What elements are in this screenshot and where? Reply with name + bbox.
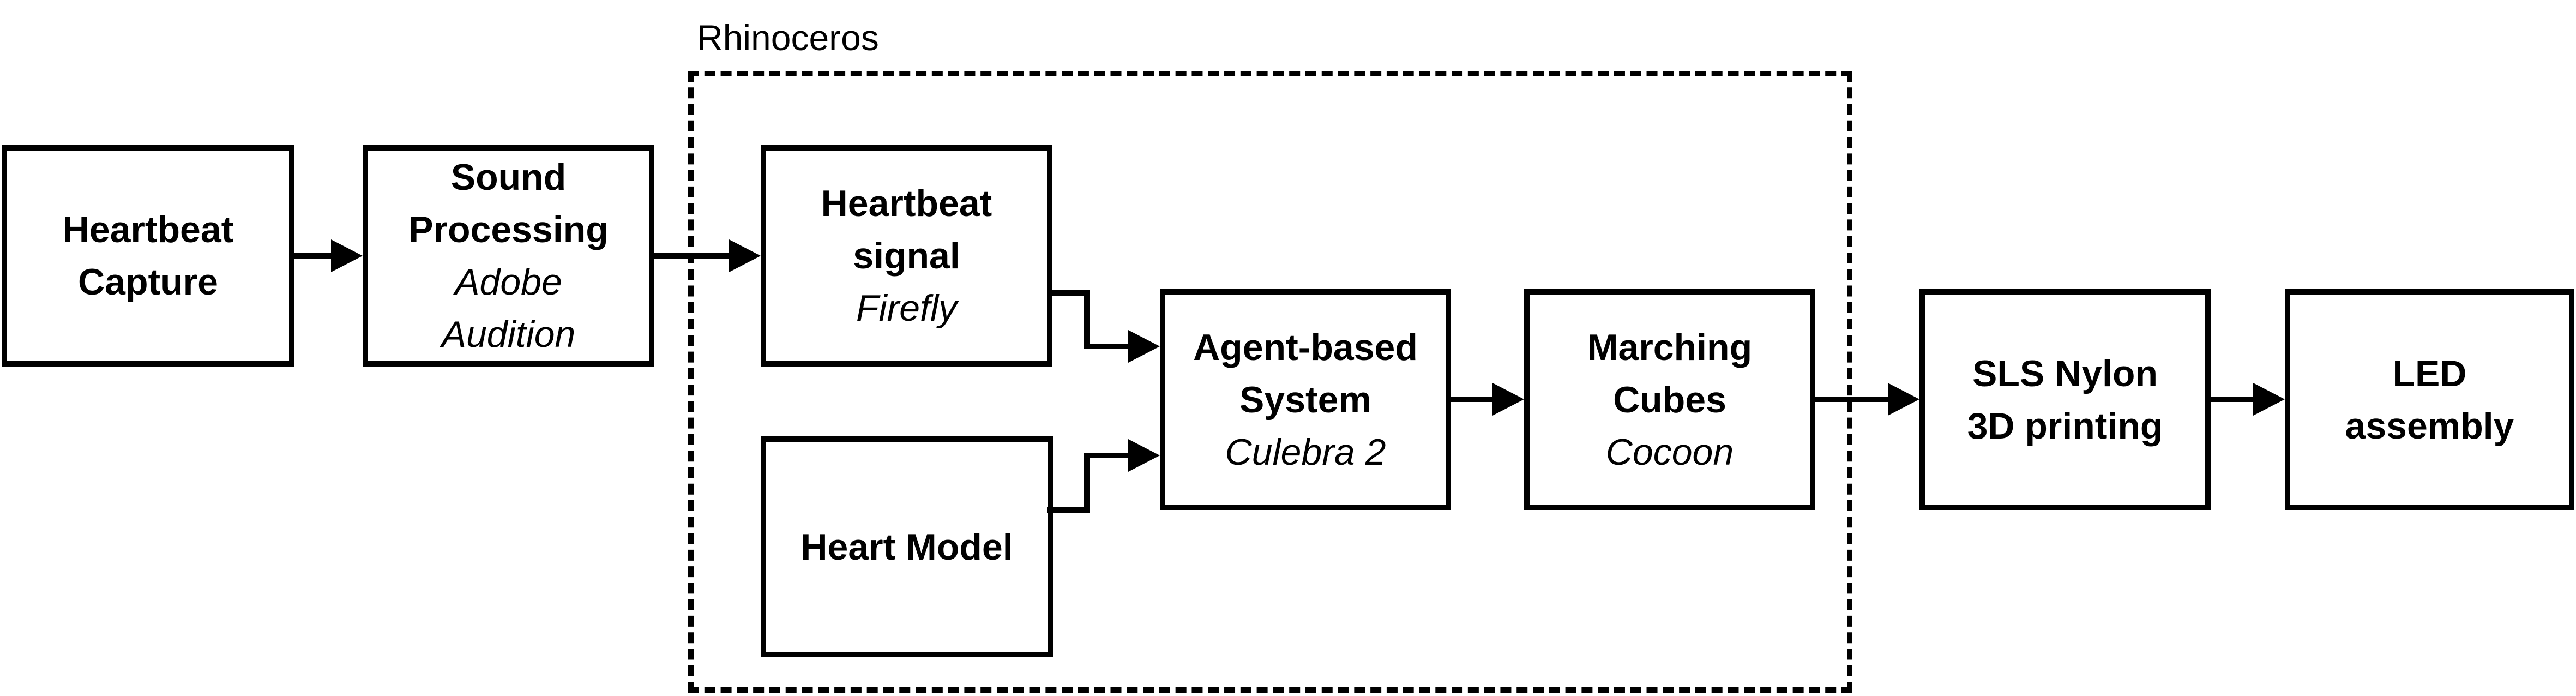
node-agent-based-system: Agent-based System Culebra 2: [1160, 289, 1451, 510]
node-title: SLS Nylon: [1972, 352, 2158, 394]
node-title: Heartbeat: [821, 183, 992, 224]
node-tool: Firefly: [856, 287, 958, 329]
node-title: Marching: [1587, 326, 1753, 368]
node-title: signal: [853, 235, 960, 277]
node-title: assembly: [2345, 405, 2514, 447]
node-title: Sound: [450, 157, 567, 198]
node-tool: Culebra 2: [1225, 431, 1386, 473]
arrowhead-icon: [1128, 439, 1160, 472]
node-title: System: [1239, 379, 1371, 421]
node-title: Capture: [78, 261, 218, 303]
node-sound-processing: Sound Processing Adobe Audition: [363, 145, 654, 367]
arrowhead-icon: [729, 239, 761, 272]
connector-sls-to-led: [2211, 397, 2255, 402]
node-marching-cubes: Marching Cubes Cocoon: [1524, 289, 1815, 510]
node-title: Heartbeat: [62, 209, 234, 250]
node-title: LED: [2392, 352, 2467, 394]
arrowhead-icon: [331, 239, 363, 272]
arrowhead-icon: [1492, 383, 1524, 416]
node-heartbeat-signal: Heartbeat signal Firefly: [761, 145, 1052, 367]
node-title: Cubes: [1613, 379, 1726, 421]
connector-heartmodel-to-agent: [1047, 507, 1090, 513]
group-label-rhinoceros: Rhinoceros: [697, 17, 879, 58]
node-title: Agent-based: [1193, 326, 1418, 368]
connector-signal-to-agent: [1084, 290, 1090, 349]
node-title: Heart Model: [801, 526, 1013, 568]
node-tool: Adobe: [455, 261, 562, 303]
group-boundary-rhinoceros: [688, 71, 1852, 693]
node-title: 3D printing: [1967, 405, 2163, 447]
node-led-assembly: LED assembly: [2285, 289, 2574, 510]
arrowhead-icon: [1128, 330, 1160, 363]
connector-heartmodel-to-agent: [1084, 453, 1130, 458]
arrowhead-icon: [1888, 383, 1919, 416]
connector-agent-to-marching: [1451, 397, 1495, 402]
node-tool: Cocoon: [1605, 431, 1734, 473]
node-heart-model: Heart Model: [761, 436, 1053, 657]
connector-signal-to-agent: [1084, 344, 1130, 349]
connector-capture-to-processing: [294, 253, 333, 259]
connector-marching-to-sls: [1815, 397, 1890, 402]
arrowhead-icon: [2253, 383, 2285, 416]
node-tool: Audition: [441, 314, 576, 355]
node-title: Processing: [408, 209, 609, 250]
connector-signal-to-agent: [1047, 290, 1090, 296]
node-heartbeat-capture: Heartbeat Capture: [2, 145, 294, 367]
node-sls-nylon-3d-printing: SLS Nylon 3D printing: [1919, 289, 2211, 510]
connector-heartmodel-to-agent: [1084, 453, 1090, 513]
connector-processing-to-signal: [654, 253, 731, 259]
